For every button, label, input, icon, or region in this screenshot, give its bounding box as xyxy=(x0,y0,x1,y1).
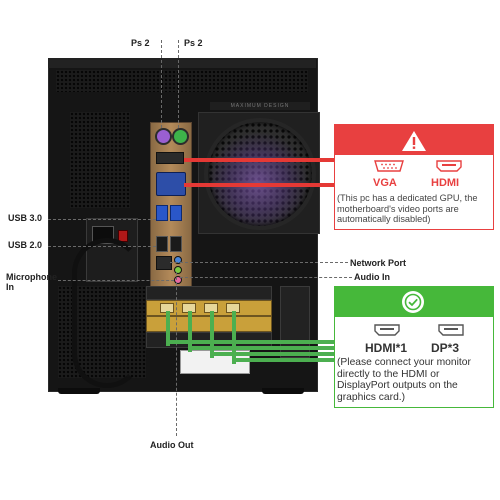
vga-title: VGA xyxy=(373,177,397,189)
microphone-in-label: Microphone In xyxy=(6,272,57,292)
audio-in-line xyxy=(180,277,352,278)
audio-out-jack[interactable] xyxy=(174,266,182,274)
ok-panel: HDMI*1 DP*3 (Please connect your monitor… xyxy=(334,286,494,408)
gpu-dp3-drop xyxy=(232,311,236,364)
ps2-left-line xyxy=(161,40,162,128)
hdmi-title: HDMI xyxy=(431,177,460,189)
gpu-bracket-lower xyxy=(146,316,272,332)
ps2-right-line xyxy=(178,40,179,128)
usb2-port-1[interactable] xyxy=(156,236,168,252)
network-port[interactable] xyxy=(156,256,172,270)
gpu-dp-line-2 xyxy=(210,352,340,356)
hdmi-port-icon xyxy=(436,160,462,172)
usb3-port-1[interactable] xyxy=(156,205,168,221)
warning-note: (This pc has a dedicated GPU, the mother… xyxy=(337,193,478,224)
usb3-label: USB 3.0 xyxy=(8,213,43,223)
checkmark-circle-icon xyxy=(402,291,424,313)
warning-triangle-icon xyxy=(402,131,426,151)
hdmi-port-icon-green xyxy=(374,324,400,336)
warning-panel-header xyxy=(335,125,493,155)
gpu-dp2-drop xyxy=(210,311,214,358)
ps2-port-keyboard[interactable] xyxy=(155,128,172,145)
brand-strip: MAXIMUM DESIGN xyxy=(210,102,310,110)
warning-panel: VGA HDMI (This pc has a dedicated GPU, t… xyxy=(334,124,494,230)
displayport-icon xyxy=(438,324,464,336)
usb3-line xyxy=(48,219,156,220)
audio-in-label: Audio In xyxy=(354,272,390,282)
gpu-hdmi-line xyxy=(166,340,340,344)
ok-panel-header xyxy=(335,287,493,317)
slot-cover-1 xyxy=(146,286,272,300)
hdmi-count-title: HDMI*1 xyxy=(365,341,408,355)
hdmi-warning-line xyxy=(184,158,340,162)
ps2-port-mouse[interactable] xyxy=(172,128,189,145)
network-port-label: Network Port xyxy=(350,258,407,268)
side-vent xyxy=(70,112,130,208)
vga-port-icon xyxy=(374,160,404,172)
dp-count-title: DP*3 xyxy=(431,341,460,355)
ps2-right-label: Ps 2 xyxy=(184,38,203,48)
microphone-jack[interactable] xyxy=(174,276,182,284)
case-foot-left xyxy=(58,388,100,394)
usb3-port-2[interactable] xyxy=(170,205,182,221)
microphone-line xyxy=(58,280,174,281)
audio-out-line xyxy=(176,272,177,436)
top-vent xyxy=(56,70,308,92)
gpu-hdmi-drop xyxy=(166,311,170,346)
gpu-dp1-drop xyxy=(188,311,192,352)
vga-warning-line xyxy=(184,183,340,187)
usb2-label: USB 2.0 xyxy=(8,240,43,250)
audio-in-jack[interactable] xyxy=(174,256,182,264)
audio-out-label: Audio Out xyxy=(150,440,194,450)
hdmi-port-motherboard[interactable] xyxy=(156,152,184,164)
vga-port-motherboard[interactable] xyxy=(156,172,186,196)
network-port-line xyxy=(170,262,348,263)
ps2-left-label: Ps 2 xyxy=(131,38,150,48)
power-cable xyxy=(72,238,142,388)
gpu-dp-line-3 xyxy=(232,358,340,362)
case-top-edge xyxy=(48,58,316,68)
usb2-line xyxy=(48,246,156,247)
case-foot-right xyxy=(262,388,304,394)
usb2-port-2[interactable] xyxy=(170,236,182,252)
ok-note: (Please connect your monitor directly to… xyxy=(337,357,471,403)
rear-fan xyxy=(204,118,316,230)
